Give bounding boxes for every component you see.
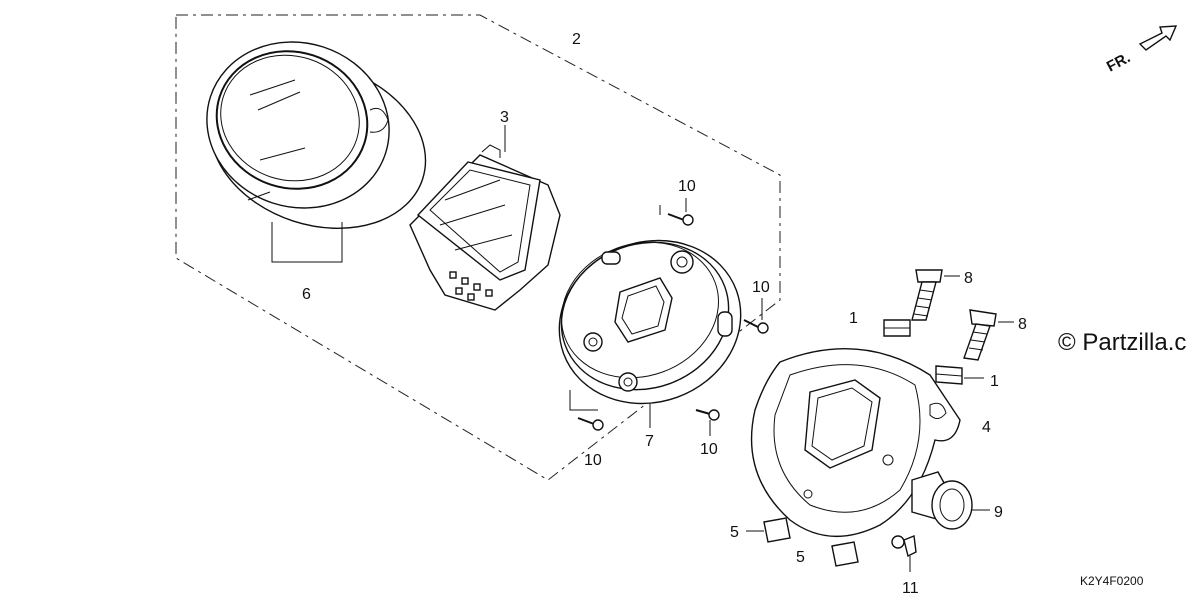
direction-arrow-icon — [1138, 25, 1178, 51]
bolt-8-b — [963, 309, 1014, 361]
callout-10-bottom-left: 10 — [584, 452, 602, 469]
screw-11 — [891, 535, 917, 572]
grommet-1-b — [935, 365, 984, 385]
callout-8-a: 8 — [964, 270, 973, 287]
front-direction-indicator: FR. — [1104, 25, 1178, 76]
callout-7: 7 — [645, 433, 654, 450]
callout-3: 3 — [500, 109, 509, 126]
screw-10-top — [667, 198, 694, 226]
lens-ring — [206, 41, 427, 263]
cap-5-b — [831, 541, 859, 567]
assembly-outline — [175, 14, 781, 481]
callout-8-b: 8 — [1018, 316, 1027, 333]
callout-1-b: 1 — [990, 373, 999, 390]
callout-4: 4 — [982, 419, 991, 436]
cap-5-a — [746, 517, 791, 543]
connector-pins — [449, 271, 493, 301]
direction-label: FR. — [1104, 49, 1133, 75]
display-panel — [409, 125, 561, 311]
callout-5-a: 5 — [730, 524, 739, 541]
watermark: © Partzilla.c — [1058, 329, 1186, 356]
callout-9: 9 — [994, 504, 1003, 521]
meter-case — [558, 205, 742, 428]
screw-10-bottom-right — [695, 409, 720, 436]
clamp-9 — [911, 471, 990, 530]
screw-10-right — [743, 298, 769, 334]
callout-1-a: 1 — [849, 310, 858, 327]
callout-5-b: 5 — [796, 549, 805, 566]
callout-6: 6 — [302, 286, 311, 303]
diagram-code: K2Y4F0200 — [1080, 574, 1144, 588]
bolt-8-a — [911, 269, 960, 321]
screw-10-bottom-left — [577, 417, 604, 431]
callout-11: 11 — [902, 580, 919, 597]
grommet-1-a — [883, 319, 911, 337]
rear-cover — [750, 348, 961, 538]
callout-10-top: 10 — [678, 178, 696, 195]
callout-2: 2 — [572, 31, 581, 48]
callout-10-bottom-right: 10 — [700, 441, 718, 458]
callout-10-right: 10 — [752, 279, 770, 296]
